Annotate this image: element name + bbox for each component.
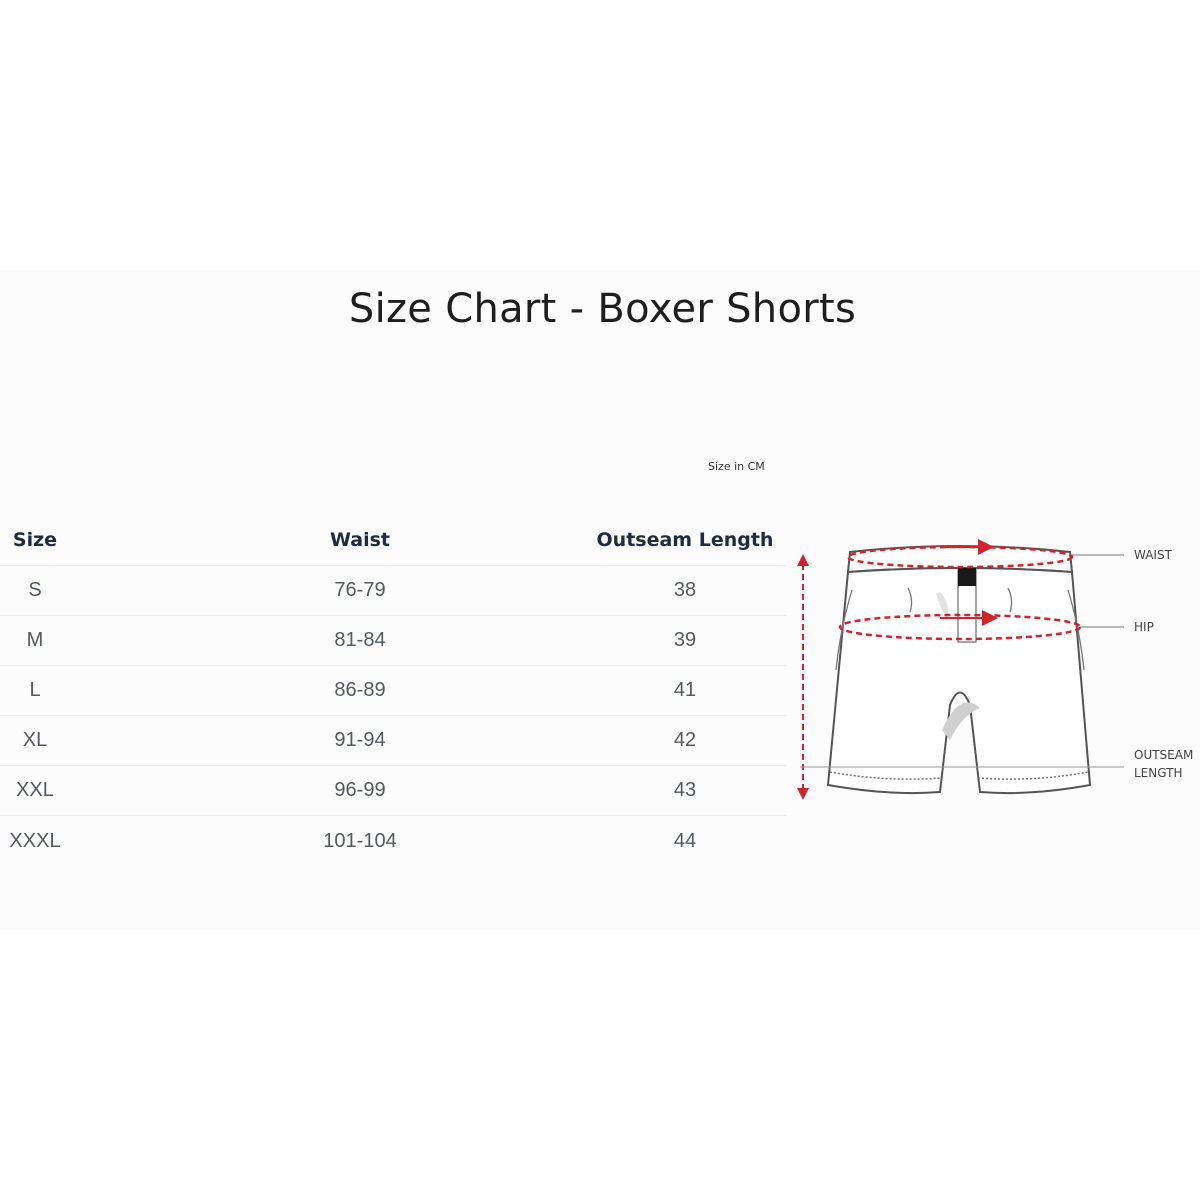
right-pleat bbox=[1007, 587, 1013, 613]
table-row: M 81-84 39 bbox=[0, 616, 786, 666]
size-cell: S bbox=[28, 579, 42, 601]
waist-cell: 96-99 bbox=[334, 779, 386, 801]
header-waist: Waist bbox=[329, 528, 390, 551]
waist-cell: 91-94 bbox=[334, 729, 386, 751]
header-outseam-length: Outseam Length bbox=[596, 528, 774, 551]
size-cell: XXXL bbox=[9, 829, 61, 852]
size-cell: M bbox=[26, 629, 44, 651]
size-table: Size Waist Outseam Length S 76-79 38 M 8… bbox=[0, 514, 786, 866]
outseam-cell: 44 bbox=[673, 829, 697, 852]
outseam-cell: 38 bbox=[673, 579, 697, 601]
inner-shadow bbox=[936, 592, 949, 620]
outseam-cell: 42 bbox=[673, 729, 697, 751]
table-row: XXXL 101-104 44 bbox=[0, 816, 786, 866]
outseam-label-line1: OUTSEAM bbox=[1134, 748, 1194, 762]
waist-cell: 86-89 bbox=[334, 679, 386, 701]
table-row: L 86-89 41 bbox=[0, 666, 786, 716]
page-title: Size Chart - Boxer Shorts bbox=[348, 286, 857, 332]
outseam-label-line2: LENGTH bbox=[1134, 766, 1183, 780]
size-cell: L bbox=[29, 679, 41, 701]
size-cell: XL bbox=[22, 729, 48, 751]
outseam-arrow-bottom bbox=[797, 788, 809, 800]
shorts-measurement-diagram: WAIST HIP OUTSEAM LENGTH bbox=[790, 530, 1200, 850]
size-cell: XXL bbox=[16, 779, 54, 801]
waist-cell: 101-104 bbox=[323, 829, 397, 852]
outseam-arrow-top bbox=[797, 554, 809, 566]
shorts-illustration bbox=[797, 539, 1124, 800]
unit-note: Size in CM bbox=[708, 460, 765, 473]
waist-cell: 76-79 bbox=[334, 579, 386, 601]
table-header-row: Size Waist Outseam Length bbox=[0, 514, 786, 566]
fly-button-tab bbox=[958, 568, 976, 586]
right-hem bbox=[977, 771, 1089, 780]
left-pleat bbox=[907, 587, 913, 613]
waist-label: WAIST bbox=[1134, 548, 1172, 562]
waist-cell: 81-84 bbox=[334, 629, 386, 651]
outseam-cell: 43 bbox=[673, 779, 697, 801]
left-hem bbox=[829, 771, 943, 780]
hip-label: HIP bbox=[1134, 620, 1154, 634]
outseam-cell: 39 bbox=[673, 629, 697, 651]
outseam-cell: 41 bbox=[673, 679, 697, 701]
header-size: Size bbox=[12, 528, 58, 551]
crotch-shadow bbox=[942, 702, 980, 740]
table-row: XL 91-94 42 bbox=[0, 716, 786, 766]
table-row: S 76-79 38 bbox=[0, 566, 786, 616]
table-row: XXL 96-99 43 bbox=[0, 766, 786, 816]
